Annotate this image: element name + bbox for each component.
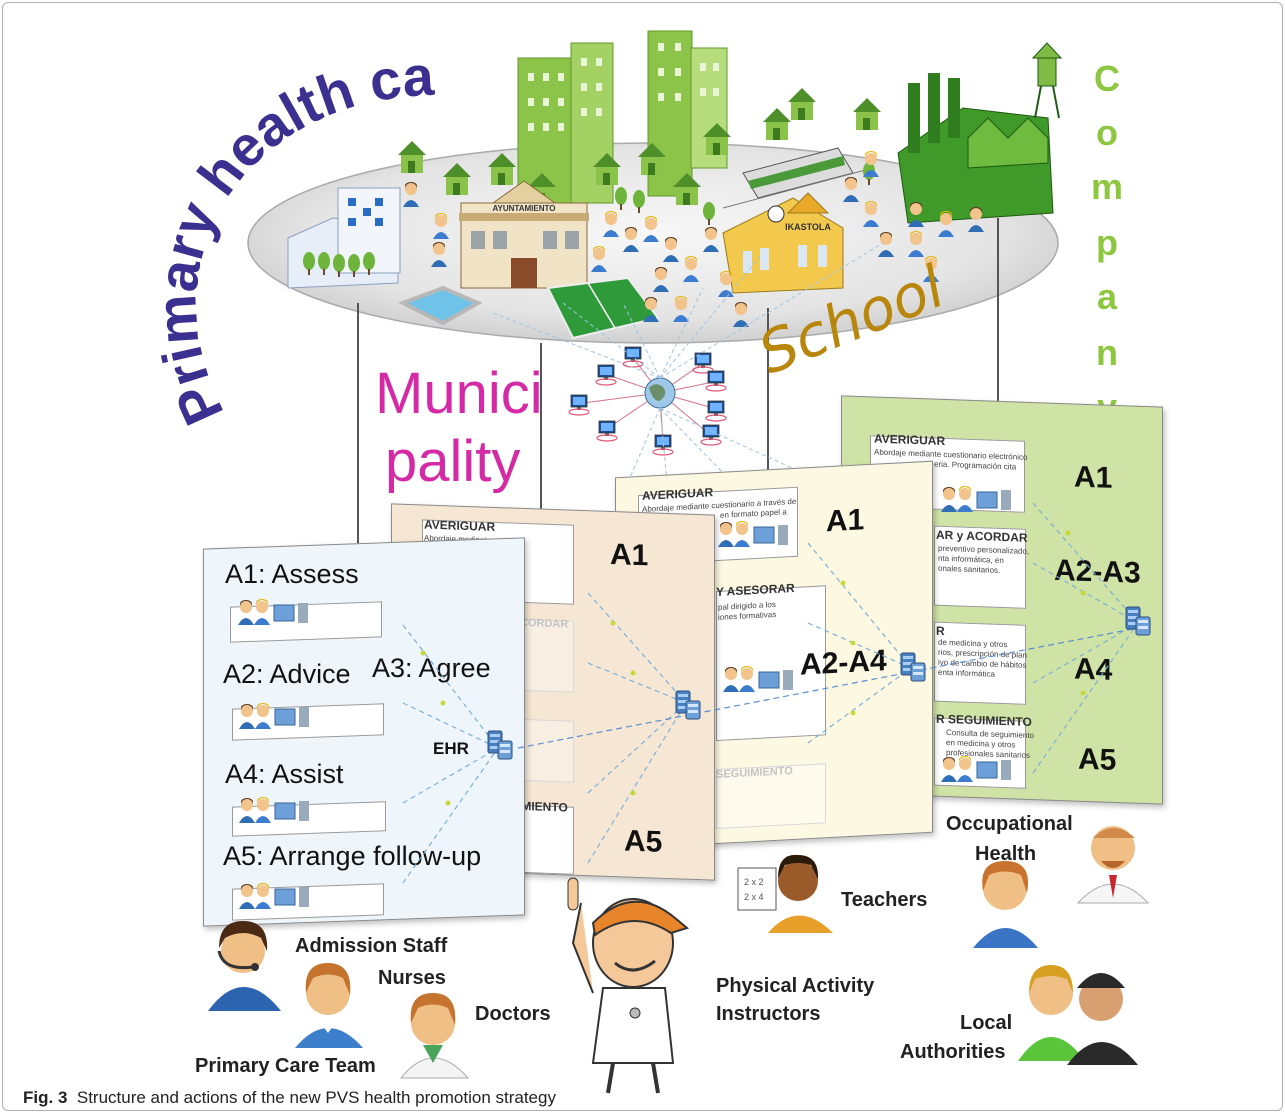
role-physical-activity-line1: Physical Activity [716, 975, 875, 997]
ehr-label: EHR [433, 739, 469, 758]
role-doctors: Doctors [475, 1003, 551, 1025]
role-nurses: Nurses [378, 967, 446, 989]
role-occupational-health-line2: Health [975, 843, 1037, 865]
panel-connectors [3, 3, 1151, 1111]
company-letter: p [1096, 222, 1118, 263]
role-occupational-health-line1: Occupational [946, 813, 1073, 835]
admission-staff-icon [208, 921, 281, 1011]
step-a2-advice: A2: Advice [223, 659, 351, 689]
step-a5-arrange-follow-up: A5: Arrange follow-up [223, 841, 482, 871]
physical-activity-instructor-icon [567, 877, 690, 1094]
occupational-health-icon [973, 826, 1150, 948]
scene-illustration: AYUNTAMIENTO IKASTOLA [247, 30, 1134, 774]
role-primary-care-team: Primary Care Team [195, 1055, 376, 1077]
figure-caption-label: Fig. 3 [23, 1088, 68, 1107]
doctor-icon [399, 993, 470, 1079]
figure-caption: Fig. 3 Structure and actions of the new … [23, 1088, 556, 1108]
role-admission-staff: Admission Staff [295, 935, 448, 957]
school-sign: IKASTOLA [785, 222, 831, 232]
role-local-authorities-line2: Authorities [900, 1041, 1006, 1063]
company-letter: n [1096, 332, 1118, 373]
svg-text:2 x 2: 2 x 2 [744, 877, 764, 887]
town-hall-sign: AYUNTAMIENTO [493, 204, 556, 213]
company-letter: a [1096, 276, 1118, 317]
figure-caption-text: Structure and actions of the new PVS hea… [76, 1088, 556, 1107]
role-teachers: Teachers [841, 889, 928, 911]
municipality-label-line1: Munici [375, 361, 543, 426]
step-a3-agree: A3: Agree [372, 653, 491, 683]
company-letter: C [1094, 58, 1120, 99]
role-illustrations: 2 x 2 2 x 4 [208, 826, 1150, 1094]
role-physical-activity-line2: Instructors [716, 1003, 821, 1025]
role-local-authorities-line1: Local [960, 1012, 1013, 1034]
svg-text:2 x 4: 2 x 4 [744, 892, 764, 902]
nurse-icon [295, 963, 363, 1048]
primary-health-care-title: Primary health care [3, 3, 436, 434]
company-letter: o [1096, 112, 1118, 153]
step-a4-assist: A4: Assist [225, 759, 344, 789]
teacher-icon: 2 x 2 2 x 4 [737, 854, 833, 933]
local-authorities-icon [1018, 965, 1138, 1065]
company-letter: m [1090, 166, 1123, 207]
municipality-label-line2: pality [385, 429, 521, 494]
step-a1-assess: A1: Assess [225, 559, 359, 589]
